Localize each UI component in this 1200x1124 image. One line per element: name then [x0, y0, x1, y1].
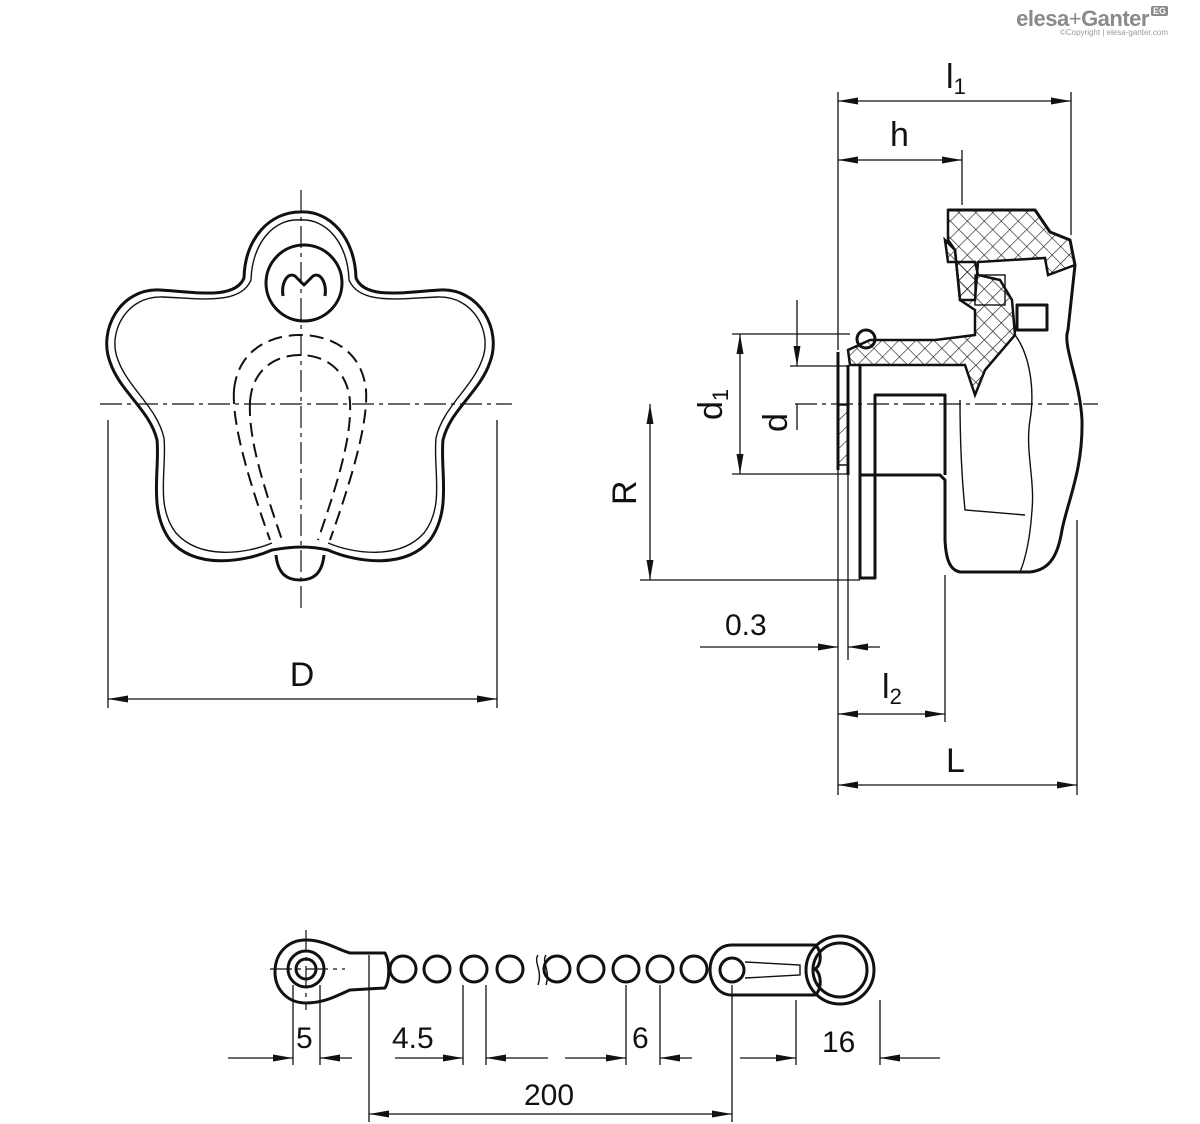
L-dimension-label: L — [946, 742, 965, 780]
logo-insert-circle — [264, 243, 344, 323]
hidden-cavity-outer — [233, 333, 368, 541]
section-rear-body — [860, 208, 1084, 574]
chain-ball — [495, 954, 525, 984]
section-body-hatch — [846, 236, 1017, 399]
knob-side-section: l1 h d1 d R 0.3 l2 L — [606, 58, 1098, 795]
logo-wordmark: elesa+Ganter — [1016, 6, 1149, 31]
length-dimension-label: 200 — [524, 1079, 574, 1112]
section-inner-shell — [959, 399, 1026, 516]
D-dimension-label: D — [290, 656, 315, 694]
logo-insert-m-icon — [281, 273, 327, 297]
section-shaft-bore — [846, 365, 947, 580]
hidden-cavity-inner — [248, 353, 352, 541]
R-dimension-label: R — [606, 480, 644, 505]
l1-dimension-label: l1 — [946, 58, 966, 99]
l2-dimension-label: l2 — [882, 668, 902, 709]
chain-ball — [645, 954, 675, 984]
chain-ball — [388, 954, 418, 984]
logo-copyright: ©Copyright | elesa-ganter.com — [1059, 28, 1168, 37]
ring-dimension-label: 16 — [822, 1026, 855, 1059]
chain-ball — [679, 954, 709, 984]
chain-eye-tab — [273, 938, 391, 1005]
hidden-cavity-outer-left — [232, 389, 271, 541]
knob-front-view: D — [100, 190, 512, 708]
split-ring-outer — [804, 934, 876, 1006]
pitch-dimension-label: 6 — [632, 1022, 649, 1055]
section-gasket — [837, 404, 849, 466]
chain-clip-hole — [718, 956, 746, 984]
d1-dimension-label: d1 — [692, 389, 733, 420]
section-chain-ring — [855, 328, 877, 350]
chain-ball — [542, 954, 572, 984]
knob-lobed-outline — [105, 210, 495, 563]
h-dimension-label: h — [890, 116, 909, 154]
section-insert-seat — [974, 274, 1006, 306]
chain-ball — [611, 954, 641, 984]
gap-dimension-label: 0.3 — [725, 609, 767, 642]
chain-clip-slot — [744, 961, 801, 979]
chain-ball — [459, 954, 489, 984]
chain-break-mark — [535, 954, 549, 986]
chain-view: 5 4.5 6 16 200 — [228, 930, 940, 1122]
knob-inner-rim — [114, 219, 486, 553]
chain-ball — [576, 954, 606, 984]
section-insert-slot — [1015, 303, 1049, 332]
chain-ball — [422, 954, 452, 984]
eye-dimension-label: 5 — [296, 1022, 313, 1055]
split-ring-inner — [811, 941, 869, 999]
logo-badge: EG — [1150, 6, 1168, 16]
chain-clip-body — [708, 943, 822, 997]
ball-dimension-label: 4.5 — [392, 1022, 434, 1055]
d-dimension-label: d — [757, 413, 795, 432]
chain-eyelet-outline — [274, 554, 326, 582]
section-grip-contour — [1014, 334, 1034, 573]
chain-balls — [388, 954, 709, 984]
